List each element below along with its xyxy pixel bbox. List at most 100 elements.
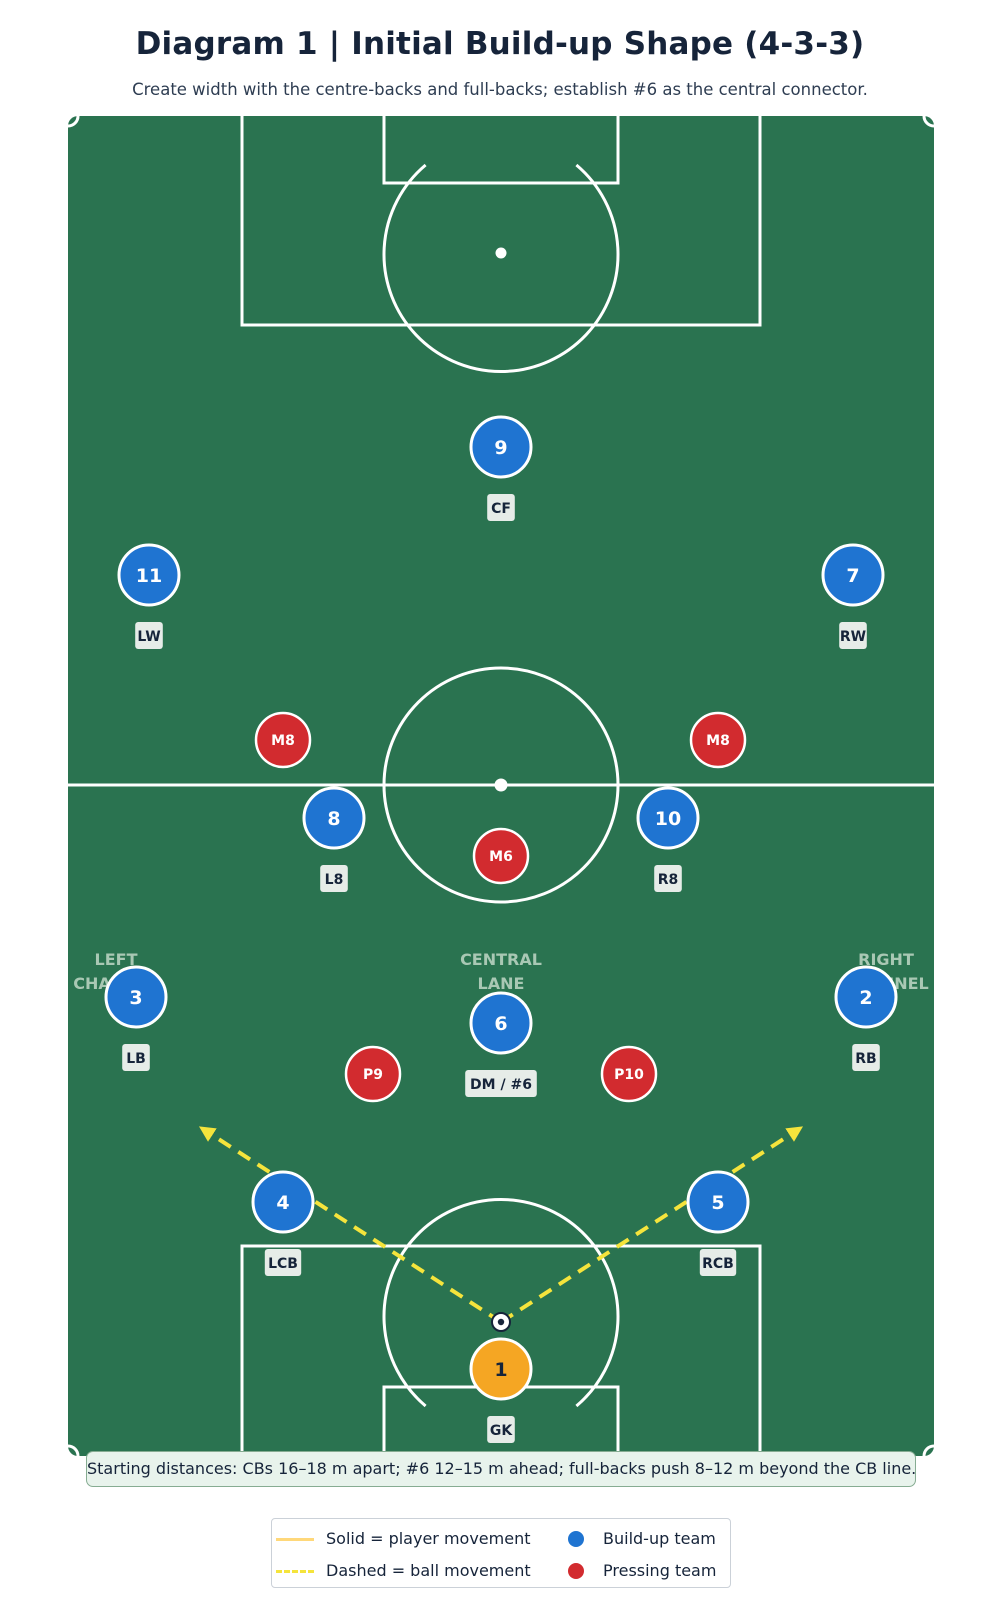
role-tag-bg [487, 1416, 515, 1443]
centre-circle [382, 666, 620, 904]
player-number: 4 [276, 1192, 289, 1214]
player-marker [469, 1337, 533, 1401]
top-penalty-spot [495, 247, 507, 259]
player-marker [251, 1170, 315, 1234]
distances-note: Starting distances: CBs 16–18 m apart; #… [86, 1451, 916, 1487]
player-number: 2 [859, 987, 872, 1009]
player-number: 10 [655, 808, 681, 830]
player-marker [821, 543, 885, 607]
player-number: 1 [494, 1359, 507, 1381]
role-tag-bg [264, 1249, 302, 1276]
lane-label-line: LEFT [95, 950, 138, 969]
role-tag-gk: GK [490, 1423, 513, 1439]
presser-m8: M8 [689, 711, 747, 769]
top-penalty-box [240, 116, 762, 327]
presser-m6: M6 [472, 827, 530, 885]
corner-arc-top-left [67, 115, 80, 128]
role-tag-rcb: RCB [702, 1256, 734, 1272]
pressing-dot [568, 1563, 584, 1579]
corner-arc-top-right [922, 115, 935, 128]
player-marker [469, 991, 533, 1055]
player-1: 1GK [469, 1337, 533, 1443]
legend: Solid = player movement Dashed = ball mo… [271, 1518, 731, 1588]
role-tag-bg [465, 1070, 537, 1097]
role-tag-bg [135, 622, 163, 649]
role-tag-bg [122, 1044, 150, 1071]
diagram-title: Diagram 1 | Initial Build-up Shape (4-3-… [135, 26, 865, 62]
ball-movement-arrows [198, 1126, 804, 1324]
bottom-penalty-arc [382, 1198, 620, 1408]
role-tag-lb: LB [126, 1051, 146, 1067]
presser-label: P10 [614, 1067, 644, 1083]
ball-centre-dot [497, 1318, 505, 1326]
player-7: 7RW [821, 543, 885, 649]
presser-p10: P10 [600, 1045, 658, 1103]
player-number: 11 [136, 565, 162, 587]
lane-label-line: RIGHT [858, 950, 914, 969]
role-tag-r8: R8 [658, 872, 679, 888]
presser-label: M8 [706, 733, 730, 749]
role-tag-bg [839, 622, 867, 649]
player-number: 9 [494, 437, 507, 459]
role-tag-bg [487, 494, 515, 521]
solid-line-swatch [276, 1538, 314, 1541]
pitch-field [67, 115, 935, 1457]
player-number: 8 [327, 808, 340, 830]
player-3: 3LB [104, 965, 168, 1071]
role-tag-bg [320, 865, 348, 892]
lane-label-line: CENTRAL [460, 950, 542, 969]
player-marker [302, 786, 366, 850]
build-up-dot [568, 1531, 584, 1547]
legend-dashed: Dashed = ball movement [276, 1560, 531, 1582]
legend-build-up: Build-up team [568, 1528, 728, 1550]
role-tag-lcb: LCB [268, 1256, 298, 1272]
player-number: 7 [846, 565, 859, 587]
centre-spot [494, 778, 508, 792]
dashed-line-swatch [276, 1570, 314, 1573]
presser-marker [689, 711, 747, 769]
corner-arc-bottom-right [922, 1444, 935, 1457]
diagram-subtitle: Create width with the centre-backs and f… [132, 80, 868, 99]
player-9: 9CF [469, 415, 533, 521]
role-tag-bg [699, 1249, 737, 1276]
presser-marker [344, 1045, 402, 1103]
role-tag-cf: CF [491, 501, 511, 517]
player-marker [117, 543, 181, 607]
role-tag-bg [852, 1044, 880, 1071]
player-2: 2RB [834, 965, 898, 1071]
legend-dashed-label: Dashed = ball movement [326, 1561, 531, 1580]
presser-marker [254, 711, 312, 769]
player-number: 3 [129, 987, 142, 1009]
role-tag-l8: L8 [325, 872, 344, 888]
player-marker [834, 965, 898, 1029]
role-tag-rw: RW [840, 629, 866, 645]
player-number: 5 [711, 1192, 724, 1214]
role-tag-lw: LW [137, 629, 160, 645]
ball-movement-arrow-to-5 [499, 1126, 804, 1324]
corner-arc-bottom-left [67, 1444, 80, 1457]
player-marker [104, 965, 168, 1029]
legend-build-up-label: Build-up team [603, 1529, 716, 1548]
presser-label: M8 [271, 733, 295, 749]
presser-p9: P9 [344, 1045, 402, 1103]
role-tag-rb: RB [855, 1051, 876, 1067]
player-number: 6 [494, 1013, 507, 1035]
legend-solid: Solid = player movement [276, 1528, 530, 1550]
ball-layer [491, 1312, 511, 1332]
legend-pressing-label: Pressing team [603, 1561, 717, 1580]
player-6: 6DM / #6 [465, 991, 537, 1097]
top-goal-box [382, 116, 620, 185]
player-marker [686, 1170, 750, 1234]
ball-movement-arrow-to-4 [198, 1126, 503, 1324]
role-tag-bg [654, 865, 682, 892]
lane-label-line: LANE [478, 974, 525, 993]
presser-m8: M8 [254, 711, 312, 769]
player-marker [469, 415, 533, 479]
